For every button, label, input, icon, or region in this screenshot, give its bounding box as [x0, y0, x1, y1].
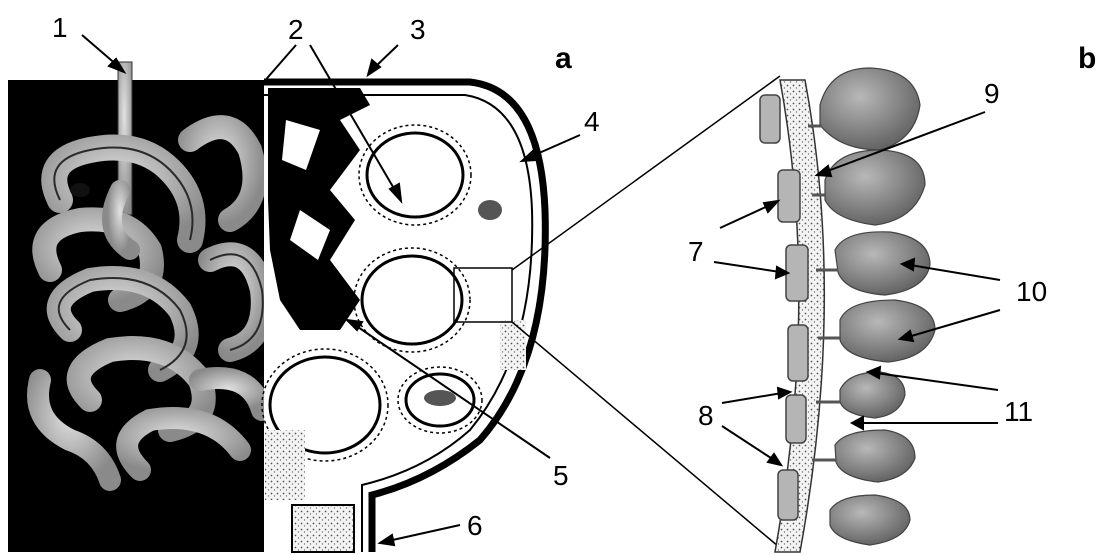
- panel-label-b: b: [1078, 44, 1096, 74]
- label-6: 6: [467, 512, 483, 540]
- label-1: 1: [52, 14, 68, 42]
- panel-label-a: a: [555, 44, 572, 74]
- sem-micrograph: [8, 62, 270, 552]
- label-9: 9: [984, 80, 1000, 108]
- label-8: 8: [698, 402, 714, 430]
- label-2: 2: [288, 16, 304, 44]
- label-4: 4: [584, 108, 600, 136]
- glomerulus-schematic: [262, 76, 785, 552]
- label-3: 3: [410, 16, 426, 44]
- label-10: 10: [1016, 278, 1047, 306]
- label-7: 7: [688, 238, 704, 266]
- label-5: 5: [553, 462, 569, 490]
- label-11: 11: [1004, 398, 1033, 426]
